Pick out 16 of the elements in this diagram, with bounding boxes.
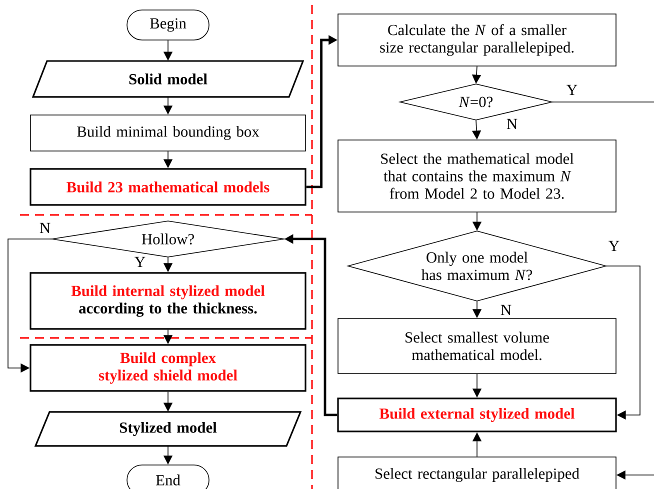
edge-label: Y: [134, 256, 146, 268]
edge-label: N: [500, 304, 512, 316]
process-box: Build 23 mathematical models: [30, 168, 306, 206]
edge-label: Y: [608, 240, 620, 252]
process-box: Select smallest volume mathematical model.: [338, 318, 616, 374]
process-box: Calculate the N of a smaller size rectangular parallelepiped.: [338, 14, 616, 66]
process-box: Build external stylized model: [337, 398, 617, 432]
process-box: Build internal stylized model according to the thickness.: [30, 272, 306, 330]
edge-label: N: [506, 118, 518, 130]
edge-label: N: [40, 222, 50, 234]
process-box: Select the mathematical model that contains the maximum N from Model 2 to Model 23.: [338, 140, 616, 212]
arrow: [606, 266, 640, 420]
edge-label: Y: [566, 84, 578, 96]
process-box: Build minimal bounding box: [30, 114, 306, 152]
process-box: Build complex stylized shield model: [30, 344, 306, 392]
process-box: Select rectangular parallelepiped: [338, 456, 616, 489]
